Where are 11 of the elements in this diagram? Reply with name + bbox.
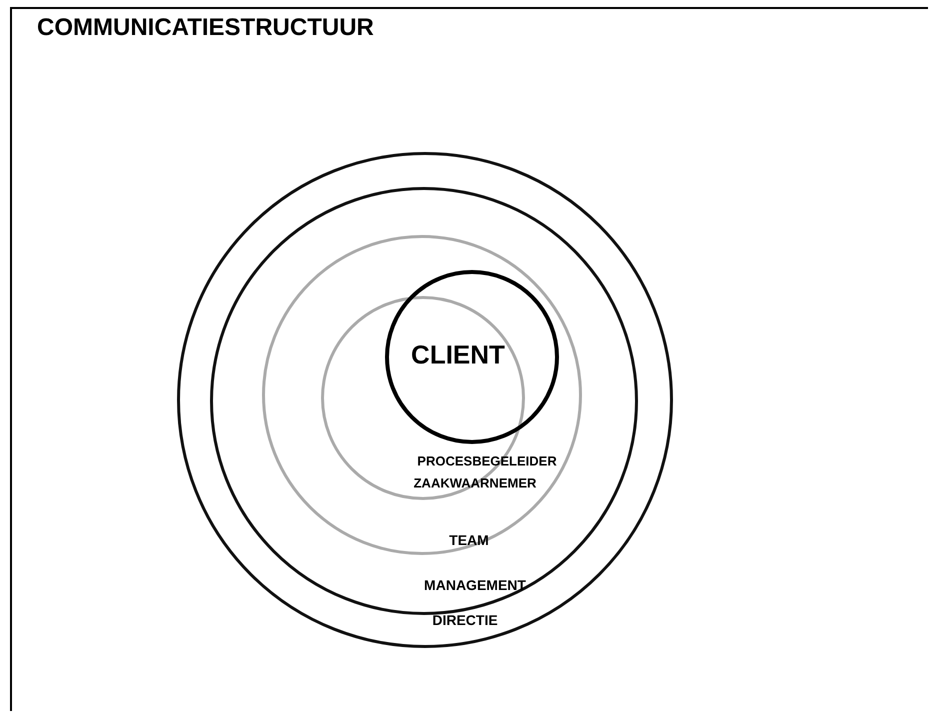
- circle: [385, 270, 559, 444]
- circle-label: DIRECTIE: [432, 612, 498, 628]
- circle-label: TEAM: [449, 532, 489, 548]
- circle: [177, 152, 673, 648]
- circle-label: CLIENT: [411, 340, 505, 370]
- circle-label: MANAGEMENT: [424, 577, 526, 593]
- circle: [210, 187, 638, 615]
- circle-label: ZAAKWAARNEMER: [414, 476, 536, 490]
- circle: [262, 235, 582, 555]
- circle-label: PROCESBEGELEIDER: [417, 454, 557, 468]
- diagram-title: COMMUNICATIESTRUCTUUR: [37, 14, 374, 42]
